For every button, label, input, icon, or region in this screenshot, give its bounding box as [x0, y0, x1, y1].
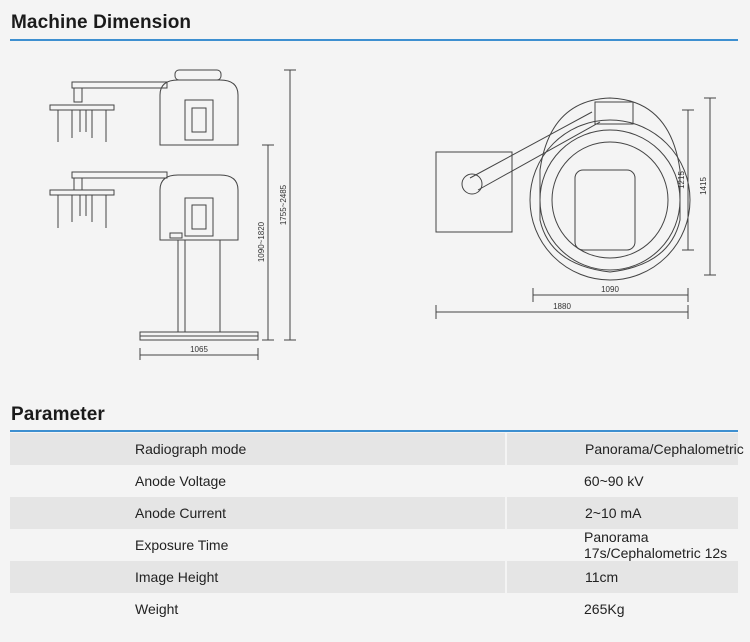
param-value: 2~10 mA [506, 497, 738, 529]
top-width-label: 1090 [601, 285, 619, 294]
top-view-drawing [435, 97, 716, 319]
param-label: Anode Voltage [135, 473, 227, 489]
param-value: 11cm [506, 561, 738, 593]
param-label: Image Height [10, 561, 507, 593]
param-label: Exposure Time [135, 537, 229, 553]
side-width-label: 1065 [190, 345, 208, 354]
param-value: 60~90 kV [584, 473, 644, 489]
param-value: 265Kg [584, 601, 625, 617]
table-row: Image Height 11cm [10, 561, 738, 593]
machine-dimension-title: Machine Dimension [11, 12, 192, 33]
table-row: Weight 265Kg [10, 593, 738, 625]
machine-dimension-drawings: 1065 1090~1820 1755~2485 1215 1415 1090 … [10, 50, 738, 375]
table-row: Anode Voltage 60~90 kV [10, 465, 738, 497]
param-value: Panorama 17s/Cephalometric 12s [584, 529, 728, 561]
param-value: Panorama/Cephalometric [506, 433, 744, 465]
table-row: Anode Current 2~10 mA [10, 497, 738, 529]
parameter-table: Radiograph mode Panorama/Cephalometric A… [10, 433, 744, 625]
side-view-drawing [49, 69, 296, 360]
param-label: Anode Current [10, 497, 507, 529]
top-total-width-label: 1880 [553, 302, 571, 311]
parameter-title: Parameter [11, 404, 105, 425]
table-row: Exposure Time Panorama 17s/Cephalometric… [10, 529, 738, 561]
top-depth-label: 1215 [677, 171, 686, 189]
param-label: Weight [135, 601, 179, 617]
side-total-height-label: 1755~2485 [279, 184, 288, 225]
top-total-depth-label: 1415 [699, 177, 708, 195]
side-height-label: 1090~1820 [257, 221, 266, 262]
table-row: Radiograph mode Panorama/Cephalometric [10, 433, 744, 465]
parameter-rule [10, 430, 738, 432]
machine-dimension-rule [10, 39, 738, 41]
param-label: Radiograph mode [10, 433, 507, 465]
dimension-drawing-svg: 1065 1090~1820 1755~2485 1215 1415 1090 … [49, 69, 716, 360]
